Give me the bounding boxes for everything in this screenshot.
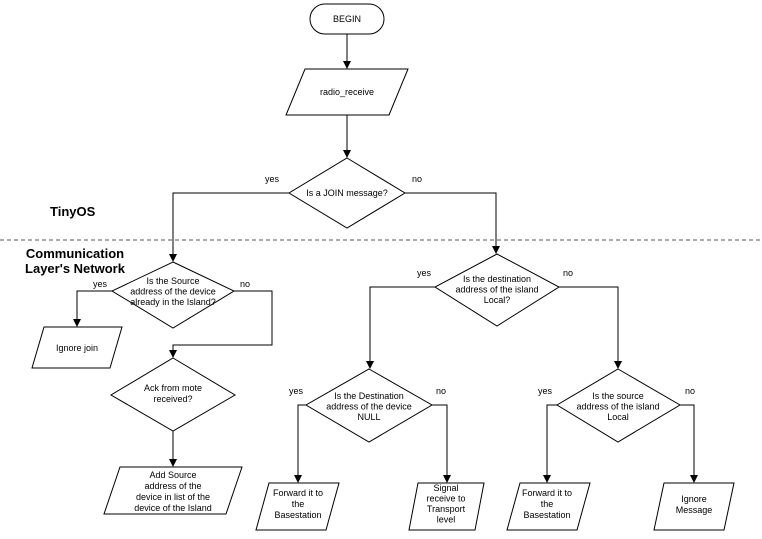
region-label-communication-layer-line: Layer's Network [25,261,126,276]
dest-local-label-line: Local? [484,295,511,305]
is-join-label-line: Is a JOIN message? [306,188,388,198]
begin-terminator [309,3,385,35]
edge-label-null-no: no [436,386,446,396]
ignore-message-io [653,482,735,531]
forward-basestation-io-1 [255,482,340,531]
edge-label-join-yes: yes [265,174,280,184]
add-source-label-line: Add Source [149,470,196,480]
forward-basestation-label-1-line: Forward it to [273,488,323,498]
forward-basestation-label-1-line: Basestation [274,510,321,520]
region-label-communication-layer-line: Communication [26,246,124,261]
is-join-decision [288,157,406,229]
ack-label-line: received? [153,394,192,404]
edge-label-srclocal-no: no [685,386,695,396]
src-local-label-line: address of the island [576,402,659,412]
ack-decision [110,357,236,432]
edge-src-yes [73,290,112,327]
region-label-tinyos-line: TinyOS [50,204,96,219]
dest-local-label-line: Is the destination [463,274,531,284]
add-source-label-line: device in list of the [136,492,210,502]
radio-receive-label: radio_receive [320,87,374,97]
begin-label: BEGIN [333,14,361,24]
forward-basestation-label-2-line: Forward it to [522,488,572,498]
ignore-join-label-line: Ignore join [56,343,98,353]
signal-transport-io [408,482,485,531]
ignore-message-label-line: Message [676,505,713,515]
edge-label-null-yes: yes [289,386,304,396]
begin-label-line: BEGIN [333,14,361,24]
add-source-io [103,466,243,515]
edge-label-src-no: no [240,279,250,289]
edge-dest-no [559,286,622,369]
edge-label-srclocal-yes: yes [538,386,553,396]
dest-null-label-line: Is the Destination [334,391,404,401]
src-in-island-label-line: Is the Source [146,276,199,286]
src-local-label-line: Is the source [592,391,644,401]
signal-transport-label-line: Transport [427,504,466,514]
edge-join-yes [169,192,289,262]
forward-basestation-label-1-line: the [292,499,305,509]
edge-src-no [169,290,273,358]
region-label-tinyos: TinyOS [50,204,96,219]
dest-null-label-line: NULL [357,412,380,422]
dest-local-label-line: address of the island [455,285,538,295]
add-source-label-line: address of the [144,481,201,491]
edge-srclocal-yes [543,404,557,483]
ignore-message-label-line: Ignore [681,494,707,504]
is-join-label: Is a JOIN message? [306,188,388,198]
edge-join-no [405,192,500,254]
signal-transport-label-line: Signal [433,483,458,493]
src-in-island-label-line: address of the device [130,287,216,297]
edge-label-src-yes: yes [93,279,108,289]
edge-label-dest-no: no [563,268,573,278]
edge-srclocal-no [680,404,698,483]
edge-label-dest-yes: yes [417,268,432,278]
edge-null-no [432,404,451,483]
forward-basestation-io-2 [506,482,591,531]
ignore-join-label: Ignore join [56,343,98,353]
dest-local-decision [434,253,560,327]
edge-dest-yes [366,286,435,369]
signal-transport-label-line: level [437,515,456,525]
src-local-decision [556,368,681,443]
dest-null-decision [305,368,433,443]
src-in-island-label-line: already in the Island? [130,297,216,307]
edge-label-join-no: no [412,174,422,184]
radio-receive-io [285,68,409,116]
edge-null-yes [294,404,306,483]
add-source-label-line: device of the Island [134,503,212,513]
dest-null-label-line: address of the device [326,402,412,412]
src-local-label-line: Local [607,412,629,422]
forward-basestation-label-2-line: Basestation [523,510,570,520]
radio-receive-label-line: radio_receive [320,87,374,97]
src-in-island-decision [110,261,236,329]
ack-label-line: Ack from mote [144,383,202,393]
signal-transport-label-line: receive to [426,494,465,504]
forward-basestation-label-2-line: the [541,499,554,509]
ignore-join-io [31,326,123,369]
